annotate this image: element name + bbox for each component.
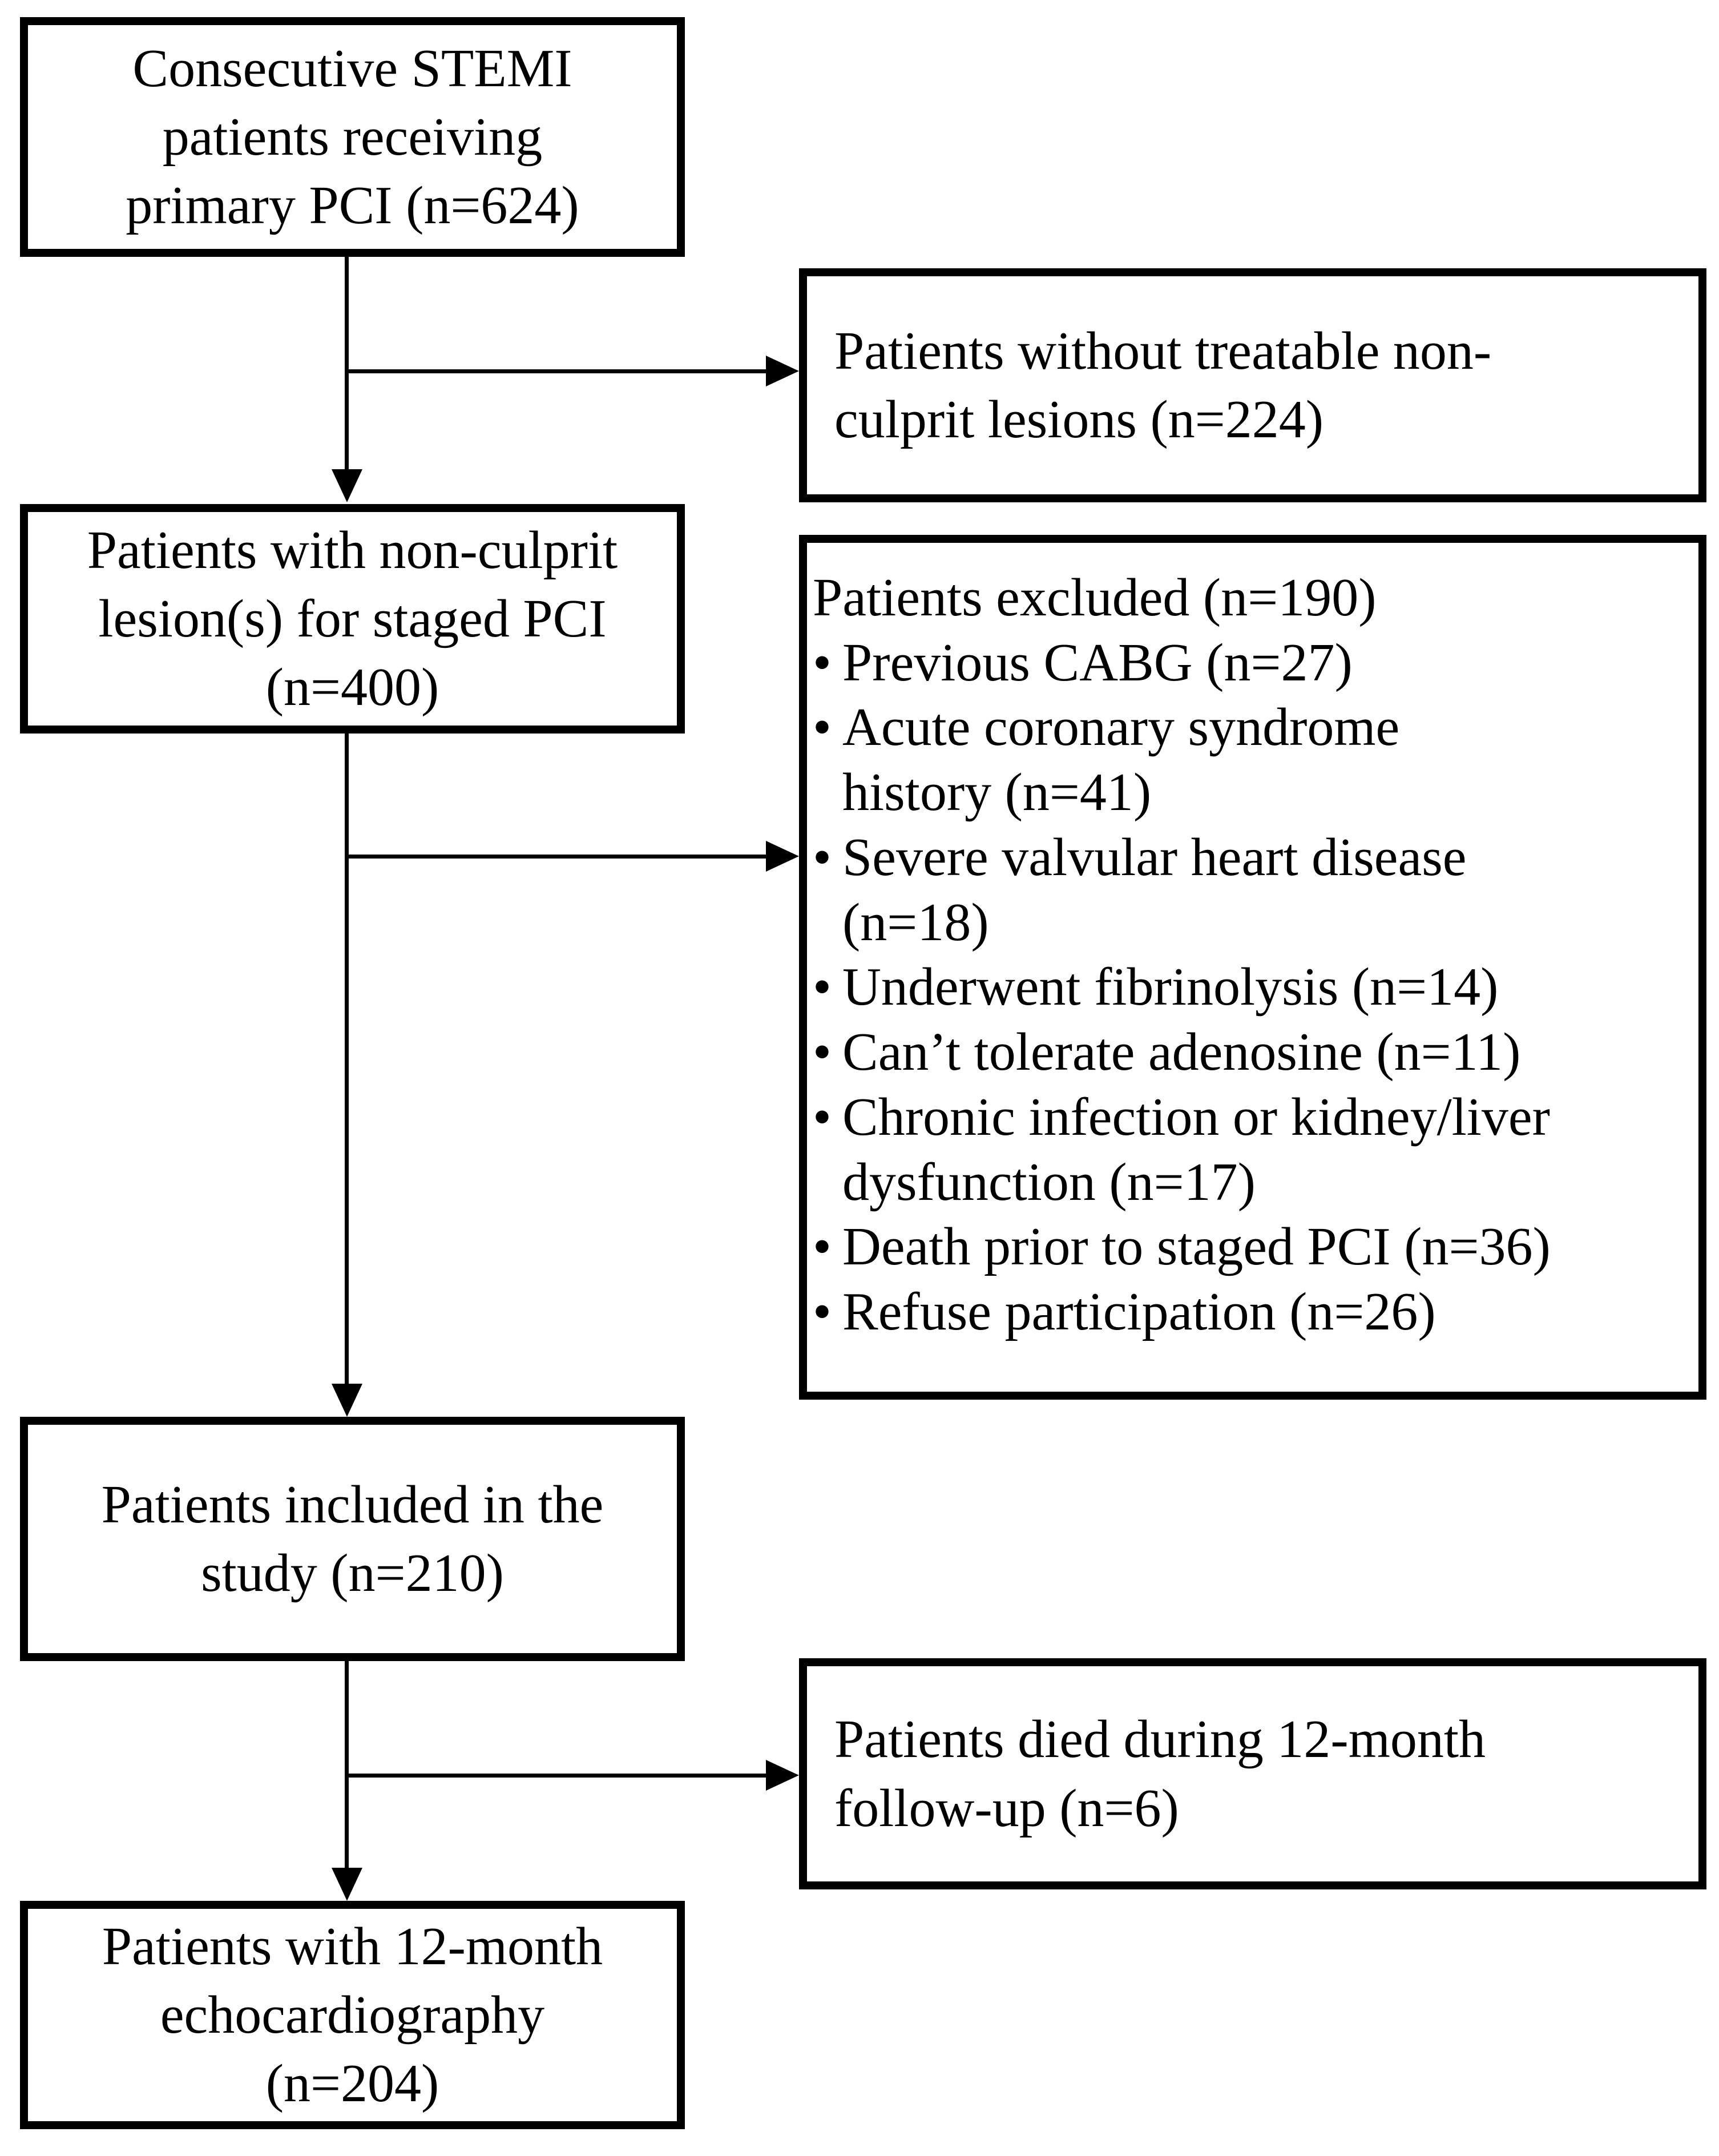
- arrowhead-right-icon: [766, 841, 799, 872]
- bullet-icon: •: [813, 698, 832, 757]
- text-line: Refuse participation (n=26): [842, 1282, 1436, 1342]
- text-line: Patients without treatable non-: [834, 321, 1492, 381]
- arrowhead-right-icon: [766, 1760, 799, 1791]
- exclusion-list: •Previous CABG (n=27)•Acute coronary syn…: [812, 631, 1692, 1345]
- bullet-icon: •: [813, 1022, 832, 1082]
- text-line: Underwent fibrinolysis (n=14): [842, 957, 1499, 1017]
- text-line: echocardiography: [160, 1985, 545, 2045]
- text-line: culprit lesions (n=224): [834, 390, 1324, 449]
- exclusion-reason: Severe valvular heart disease(n=18): [842, 825, 1692, 955]
- text-line: Consecutive STEMI: [132, 38, 572, 98]
- box-patients-included: Patients included in the study (n=210): [20, 1417, 685, 1661]
- text-line: (n=400): [265, 658, 439, 718]
- text-line: Patients died during 12-month: [834, 1710, 1486, 1770]
- bullet-icon: •: [813, 632, 832, 692]
- box-patients-excluded: Patients excluded (n=190) •Previous CABG…: [799, 535, 1706, 1400]
- bullet-icon: •: [813, 1087, 832, 1147]
- text-line: Acute coronary syndrome: [842, 698, 1400, 757]
- exclusion-item: •Severe valvular heart disease(n=18): [812, 825, 1692, 955]
- box-patients-staged-pci: Patients with non-culprit lesion(s) for s…: [20, 504, 685, 734]
- exclusion-title: Patients excluded (n=190): [813, 568, 1377, 627]
- text-line: (n=18): [842, 892, 989, 952]
- arrowhead-down-icon: [332, 1868, 362, 1901]
- text-line: Death prior to staged PCI (n=36): [842, 1217, 1551, 1277]
- text-line: (n=204): [265, 2054, 439, 2114]
- text-line: Severe valvular heart disease: [842, 827, 1467, 887]
- arrowhead-right-icon: [766, 356, 799, 386]
- bullet-icon: •: [813, 827, 832, 887]
- exclusion-item: •Acute coronary syndrome history (n=41): [812, 695, 1692, 825]
- text-line: primary PCI (n=624): [126, 176, 579, 236]
- text-line: lesion(s) for staged PCI: [98, 589, 607, 648]
- text-line: Patients included in the: [101, 1474, 604, 1534]
- bullet-icon: •: [813, 1282, 832, 1342]
- exclusion-reason: Refuse participation (n=26): [842, 1280, 1692, 1345]
- arrowhead-down-icon: [332, 469, 362, 502]
- arrowhead-down-icon: [332, 1384, 362, 1417]
- box-patients-without-treatable-lesions: Patients without treatable non-culprit l…: [799, 268, 1706, 502]
- exclusion-item: •Previous CABG (n=27): [812, 631, 1692, 696]
- exclusion-reason: Previous CABG (n=27): [842, 631, 1692, 696]
- box-patients-12month-echo: Patients with 12-month echocardiography (n…: [20, 1901, 685, 2129]
- exclusion-item: •Underwent fibrinolysis (n=14): [812, 955, 1692, 1020]
- exclusion-reason: Death prior to staged PCI (n=36): [842, 1215, 1692, 1280]
- text-line: Patients with non-culprit: [87, 520, 618, 580]
- text-line: Can’t tolerate adenosine (n=11): [842, 1022, 1521, 1082]
- bullet-icon: •: [813, 957, 832, 1017]
- connector-included-to-echo: [345, 1661, 349, 1871]
- text-line: follow-up (n=6): [834, 1778, 1179, 1838]
- exclusion-item: •Death prior to staged PCI (n=36): [812, 1215, 1692, 1280]
- text-line: history (n=41): [842, 763, 1152, 823]
- box-patients-died-followup: Patients died during 12-month follow-up (…: [799, 1658, 1706, 1889]
- exclusion-reason: Can’t tolerate adenosine (n=11): [842, 1020, 1692, 1085]
- connector-branch-died: [345, 1774, 769, 1778]
- connector-branch-no-treatable: [345, 369, 769, 373]
- exclusion-item: •Can’t tolerate adenosine (n=11): [812, 1020, 1692, 1085]
- text-line: dysfunction (n=17): [842, 1152, 1256, 1212]
- text-line: study (n=210): [201, 1544, 504, 1603]
- exclusion-reason: Underwent fibrinolysis (n=14): [842, 955, 1692, 1020]
- text-line: patients receiving: [162, 107, 543, 167]
- connector-branch-excluded: [345, 855, 769, 859]
- connector-stagedpci-to-included: [345, 734, 349, 1387]
- connector-enrollment-to-stagedpci: [345, 257, 349, 473]
- exclusion-reason: Acute coronary syndrome history (n=41): [842, 695, 1692, 825]
- text-line: Patients with 12-month: [102, 1916, 603, 1976]
- box-consecutive-stemi-patients: Consecutive STEMI patients receiving prima…: [20, 17, 685, 257]
- bullet-icon: •: [813, 1217, 832, 1277]
- text-line: Chronic infection or kidney/liver: [842, 1087, 1550, 1147]
- exclusion-item: •Refuse participation (n=26): [812, 1280, 1692, 1345]
- text-line: Previous CABG (n=27): [842, 632, 1353, 692]
